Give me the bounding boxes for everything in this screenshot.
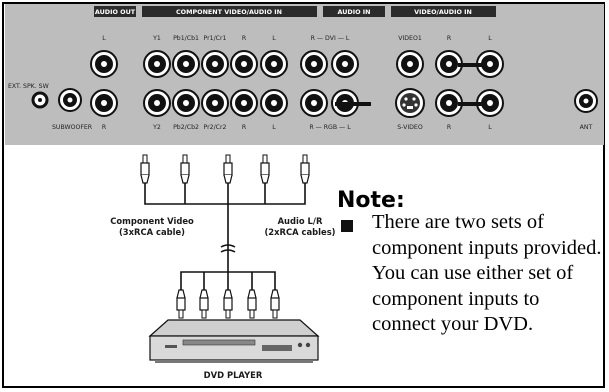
bottom-jack-label: Pb2/Cb2 bbox=[173, 124, 199, 131]
ext-spk-jack-center bbox=[38, 98, 42, 102]
bottom-jack-label: R bbox=[447, 124, 452, 131]
subwoofer-label: SUBWOOFER bbox=[52, 124, 93, 131]
dvd-player-illustration bbox=[148, 319, 320, 363]
header-bar bbox=[94, 6, 136, 17]
rca-jack bbox=[396, 50, 424, 78]
rca-jack bbox=[143, 50, 171, 78]
header-audio-out: AUDIO OUT bbox=[95, 8, 136, 16]
rca-jack bbox=[300, 50, 328, 78]
rca-plug-group-bottom bbox=[176, 289, 280, 319]
rca-jack bbox=[435, 50, 463, 78]
rca-cable-bundle bbox=[144, 183, 306, 290]
top-jack-label: Y1 bbox=[152, 35, 161, 42]
header-audio-in: AUDIO IN bbox=[337, 8, 370, 16]
rca-jack bbox=[172, 50, 200, 78]
rca-plug bbox=[140, 154, 150, 184]
top-jack-label: Pr1/Cr1 bbox=[204, 35, 227, 42]
antenna-jack-center bbox=[583, 98, 589, 104]
bottom-label-group: R Y2 Pb2/Cb2 Pr2/Cr2 R L R — RGB — L S-VIDEO R L bbox=[102, 124, 492, 131]
jack-link bbox=[458, 102, 486, 106]
top-jack-label: L bbox=[272, 35, 276, 42]
jack-link bbox=[335, 102, 371, 106]
audio-lr-label: Audio L/R bbox=[278, 216, 323, 226]
rca-jack bbox=[201, 89, 229, 117]
jack-link bbox=[458, 63, 486, 67]
rca-plug bbox=[180, 154, 190, 184]
top-jack-label: R bbox=[447, 35, 452, 42]
rca-plug bbox=[176, 289, 186, 319]
note-text: There are two sets of component inputs p… bbox=[372, 211, 602, 335]
rca-jack bbox=[260, 89, 288, 117]
rca-jack bbox=[143, 89, 171, 117]
rca-jack bbox=[90, 89, 118, 117]
dvd-player-label: DVD PLAYER bbox=[204, 370, 263, 380]
rca-jack bbox=[230, 89, 258, 117]
cable-break-mark bbox=[220, 244, 236, 253]
ext-spk-label: EXT. SPK. SW bbox=[8, 83, 49, 90]
bottom-jack-label: L bbox=[488, 124, 492, 131]
rca-jack bbox=[300, 89, 328, 117]
header-bar bbox=[391, 6, 496, 17]
bottom-jack-label: R bbox=[102, 124, 107, 131]
top-jack-label: Pb1/Cb1 bbox=[173, 35, 199, 42]
note-bullet bbox=[341, 220, 353, 232]
subwoofer-jack-center bbox=[67, 97, 73, 103]
rca-jack bbox=[331, 50, 359, 78]
rca-jack bbox=[476, 50, 504, 78]
bottom-jack-label: Y2 bbox=[152, 124, 161, 131]
top-jack-label: VIDEO1 bbox=[398, 35, 422, 42]
top-jack-label: R bbox=[242, 35, 247, 42]
header-component: COMPONENT VIDEO/AUDIO IN bbox=[176, 8, 282, 16]
top-jack-label: L bbox=[102, 35, 106, 42]
header-bar bbox=[142, 6, 317, 17]
component-video-label: Component Video bbox=[110, 216, 194, 226]
top-label-group: L Y1 Pb1/Cb1 Pr1/Cr1 R L R — DVI — L VIDEO1 R L bbox=[102, 35, 492, 42]
header-video-audio-in: VIDEO/AUDIO IN bbox=[414, 8, 472, 16]
bottom-jack-label: S-VIDEO bbox=[397, 124, 423, 131]
top-jack-label: R — DVI — L bbox=[311, 35, 350, 42]
bottom-jack-label: L bbox=[272, 124, 276, 131]
rca-plug bbox=[247, 289, 257, 319]
bottom-jack-label: Pr2/Cr2 bbox=[204, 124, 227, 131]
top-jack-label: L bbox=[488, 35, 492, 42]
s-video-jack bbox=[395, 88, 425, 118]
rca-jack bbox=[172, 89, 200, 117]
rca-jack bbox=[230, 50, 258, 78]
rca-jack bbox=[260, 50, 288, 78]
rca-plug bbox=[260, 154, 270, 184]
note-title: Note: bbox=[337, 188, 405, 213]
bottom-jack-label: R — RGB — L bbox=[309, 124, 351, 131]
header-bar bbox=[323, 6, 385, 17]
rca-plug-group-top bbox=[140, 154, 310, 184]
rca-jack bbox=[201, 50, 229, 78]
rca-plug bbox=[199, 289, 209, 319]
component-video-cable-label: (3xRCA cable) bbox=[119, 227, 185, 237]
rca-jack bbox=[90, 50, 118, 78]
rca-plug bbox=[300, 154, 310, 184]
rca-plug bbox=[223, 154, 233, 184]
bottom-jack-label: R bbox=[242, 124, 247, 131]
rca-plug bbox=[270, 289, 280, 319]
antenna-label: ANT bbox=[580, 124, 593, 131]
audio-lr-cable-label: (2xRCA cables) bbox=[264, 227, 335, 237]
jack-group bbox=[90, 50, 504, 118]
rca-plug bbox=[223, 289, 233, 319]
